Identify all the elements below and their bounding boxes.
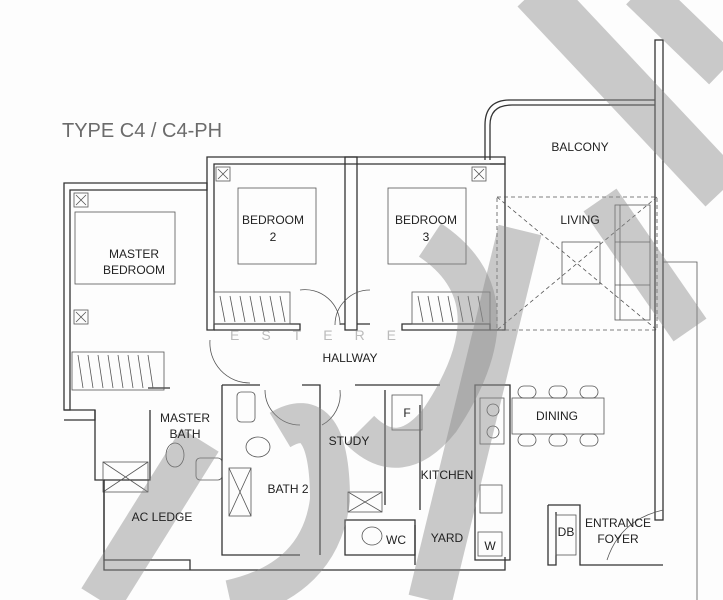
- label-entrance: ENTRANCE: [585, 516, 651, 530]
- label-fridge: F: [403, 406, 410, 420]
- label-foyer: FOYER: [597, 532, 639, 546]
- label-bedroom2: BEDROOM: [242, 213, 304, 227]
- label-study: STUDY: [329, 434, 370, 448]
- label-balcony: BALCONY: [551, 140, 608, 154]
- label-bath2: BATH 2: [267, 482, 308, 496]
- label-bedroom3-number: 3: [423, 230, 430, 244]
- walls: [63, 39, 698, 600]
- label-master-bedroom: MASTER: [109, 247, 159, 261]
- label-master-bath: MASTER: [160, 411, 210, 425]
- label-master-bedroom-2: BEDROOM: [103, 263, 165, 277]
- label-db: DB: [558, 525, 575, 539]
- label-kitchen: KITCHEN: [421, 468, 474, 482]
- label-living: LIVING: [560, 213, 599, 227]
- aircon-markers: [73, 166, 487, 325]
- label-bedroom2-number: 2: [270, 230, 277, 244]
- label-bedroom3: BEDROOM: [395, 213, 457, 227]
- label-ac-ledge: AC LEDGE: [132, 510, 193, 524]
- label-yard: YARD: [431, 531, 464, 545]
- plan-title: TYPE C4 / C4-PH: [62, 120, 222, 142]
- label-hallway: HALLWAY: [322, 351, 377, 365]
- label-master-bath-2: BATH: [169, 427, 200, 441]
- dining-chairs: [517, 385, 599, 447]
- watermark: ESTERE: [81, 0, 723, 600]
- watermark-text: ESTERE: [230, 327, 418, 343]
- label-dining: DINING: [536, 409, 578, 423]
- label-wc: WC: [386, 533, 406, 547]
- label-washer: W: [484, 539, 496, 553]
